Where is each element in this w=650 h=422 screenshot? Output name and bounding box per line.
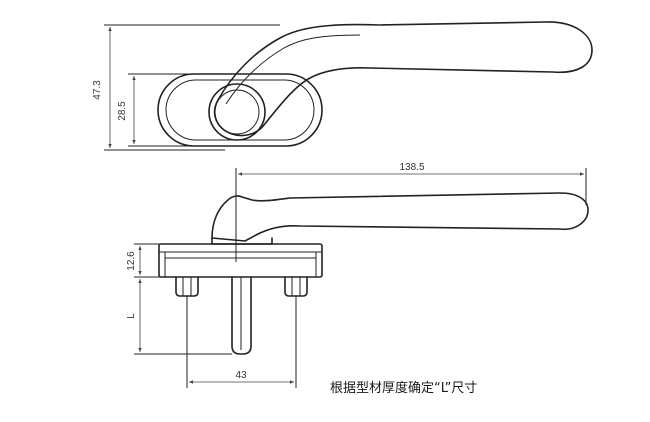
dim-spindle-length: L [126, 313, 137, 319]
side-base-plate [158, 243, 323, 278]
top-lever-edge [225, 34, 361, 105]
dim-base-thickness: 12.6 [126, 251, 137, 271]
top-rosette-outer [208, 83, 266, 141]
side-dimensions [134, 168, 587, 388]
side-lever [211, 192, 589, 242]
dim-base-height: 28.5 [117, 101, 128, 121]
side-screw-post-left [175, 276, 199, 297]
side-view [158, 192, 589, 355]
dim-height-total: 47.3 [92, 80, 103, 100]
side-spindle [231, 276, 252, 355]
top-base-plate-outer [157, 73, 323, 147]
top-dimensions [104, 24, 280, 151]
note-text: 根据型材厚度确定“L”尺寸 [330, 381, 478, 396]
dim-hole-spacing: 43 [235, 370, 247, 381]
top-lever-arm [213, 21, 593, 137]
top-view [157, 21, 593, 147]
dim-handle-length: 138.5 [399, 162, 424, 173]
side-screw-post-right [284, 276, 308, 297]
top-base-plate-inner [165, 79, 315, 141]
